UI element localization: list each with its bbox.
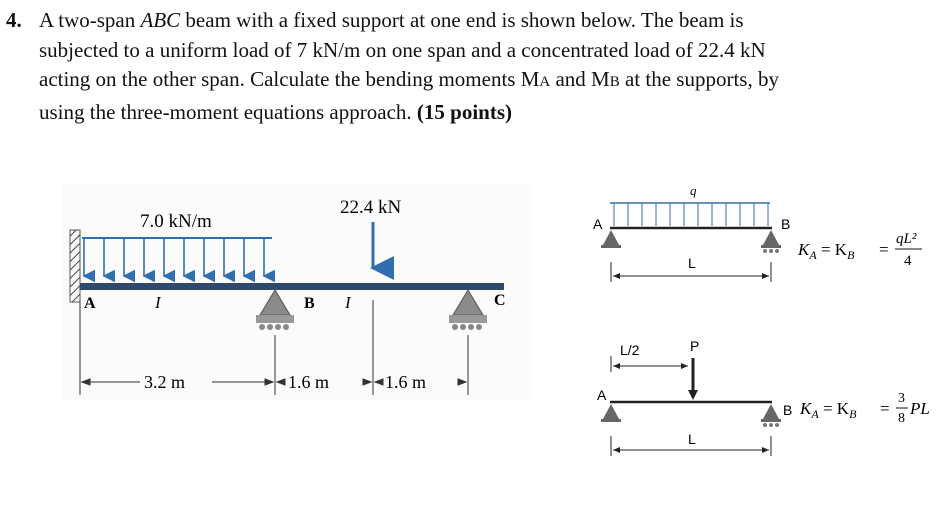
dim-3-label: 1.6 m	[385, 372, 426, 392]
ref-udl-equals: =	[879, 240, 889, 259]
ref-point-equals: =	[880, 399, 890, 418]
ref-udl-a: A	[593, 216, 603, 232]
points-value: (15 points)	[416, 99, 512, 124]
problem-line-1: A two-span ABC beam with a fixed support…	[39, 8, 744, 32]
ref-point-denom: 8	[898, 411, 905, 426]
ref-point-b: B	[783, 402, 792, 418]
dim-2-label: 1.6 m	[288, 372, 329, 392]
ref-point-formula: KA = KB	[799, 399, 857, 421]
ref-udl-span: L	[688, 255, 696, 271]
problem-statement: 4. A two-span ABC beam with a fixed supp…	[6, 6, 936, 127]
problem-number: 4.	[6, 8, 22, 32]
ref-udl-formula: KA = KB	[797, 240, 855, 262]
ref-udl-denom: 4	[904, 253, 912, 269]
ref-point-half: L/2	[620, 342, 640, 358]
ref-udl-q: q	[690, 183, 697, 198]
beam-figure: 7.0 kN/m 22.4 kN A B C I I	[62, 185, 532, 400]
beam	[80, 283, 504, 290]
ref-point-numer: 3	[898, 391, 905, 406]
ref-udl-b: B	[781, 216, 790, 232]
problem-line-3: acting on the other span. Calculate the …	[39, 67, 779, 91]
fixed-wall	[69, 229, 81, 303]
support-b	[256, 289, 294, 330]
node-b-label: B	[304, 295, 315, 312]
dimension-lines	[79, 300, 469, 395]
dim-1-label: 3.2 m	[144, 372, 185, 392]
ref-point-span: L	[688, 431, 696, 447]
ref-point-p: P	[690, 338, 699, 354]
udl-label: 7.0 kN/m	[140, 211, 212, 232]
node-c-label: C	[494, 292, 506, 309]
figure-background	[62, 185, 532, 400]
inertia-1-label: I	[154, 293, 162, 312]
node-a-label: A	[84, 295, 96, 312]
ref-udl-diagram: q A B L KA = KB = qL² 4	[593, 183, 922, 282]
problem-line-4: using the three-moment equations approac…	[39, 99, 512, 124]
problem-line-2: subjected to a uniform load of 7 kN/m on…	[39, 37, 766, 62]
inertia-2-label: I	[344, 293, 352, 312]
ref-point-a: A	[597, 387, 607, 403]
point-load-label: 22.4 kN	[340, 197, 402, 218]
ref-udl-numer: qL²	[896, 231, 917, 247]
ref-point-diagram: L/2 P A B L KA = KB = 3 8 PL	[597, 338, 930, 456]
udl-load	[82, 237, 276, 283]
ref-point-pl: PL	[909, 399, 930, 418]
support-c	[449, 289, 487, 330]
